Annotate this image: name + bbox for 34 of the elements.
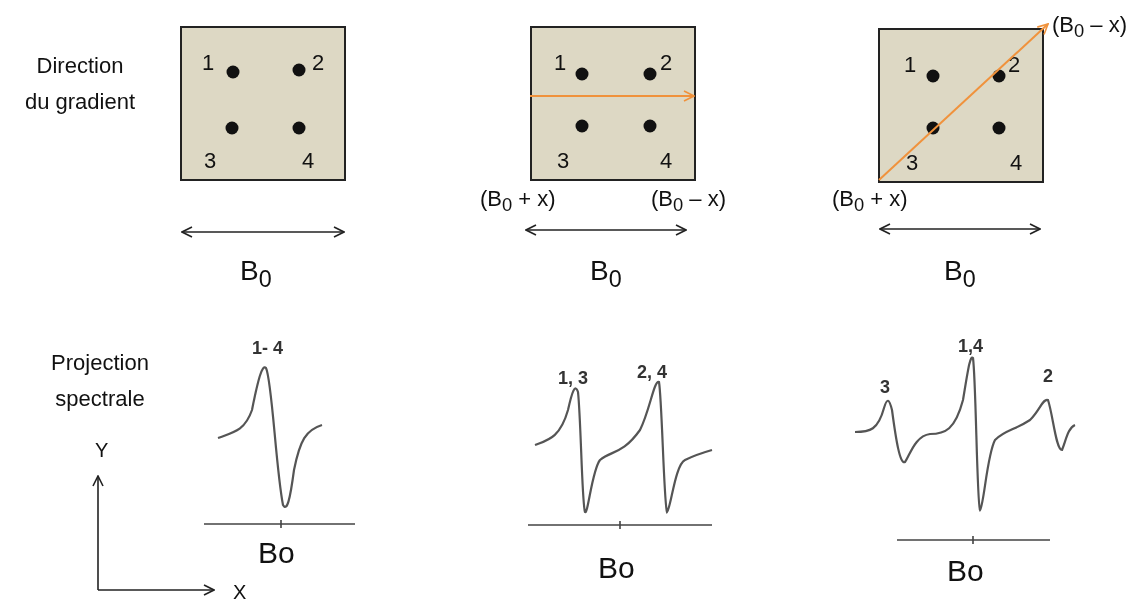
point-number: 3	[204, 148, 217, 174]
point-number: 3	[557, 148, 570, 174]
point-number: 2	[1008, 52, 1021, 78]
peak-label: 3	[880, 377, 890, 399]
point-number: 4	[660, 148, 673, 174]
point-number: 4	[302, 148, 315, 174]
sample-square	[530, 26, 696, 181]
axis-label: Y	[95, 438, 109, 462]
field-label: B$_{0}$	[240, 254, 272, 294]
axis-label: X	[233, 580, 247, 601]
point-number: 1	[554, 50, 567, 76]
peak-label: 2, 4	[637, 362, 668, 384]
point-number: 2	[660, 50, 673, 76]
point-number: 1	[904, 52, 917, 78]
point-number: 1	[202, 50, 215, 76]
field-value-label: (B$_{0}$ – x)	[1052, 12, 1127, 43]
field-value-label: (B$_{0}$ + x)	[832, 186, 908, 217]
field-label: B$_{0}$	[944, 254, 976, 294]
field-label: Bo	[258, 535, 295, 571]
point-number: 4	[1010, 150, 1023, 176]
field-label: Bo	[598, 550, 635, 586]
peak-label: 1,4	[958, 336, 984, 358]
point-number: 2	[312, 50, 325, 76]
field-value-label: (B$_{0}$ – x)	[651, 186, 726, 217]
field-label: B$_{0}$	[590, 254, 622, 294]
sample-square	[180, 26, 346, 181]
peak-label: 2	[1043, 366, 1053, 388]
axis-caption: Projection spectrale	[50, 349, 150, 414]
field-label: Bo	[947, 553, 984, 589]
field-value-label: (B$_{0}$ + x)	[480, 186, 556, 217]
axis-caption: Direction du gradient	[23, 52, 137, 117]
point-number: 3	[906, 150, 919, 176]
peak-label: 1- 4	[252, 338, 284, 360]
peak-label: 1, 3	[558, 368, 589, 390]
